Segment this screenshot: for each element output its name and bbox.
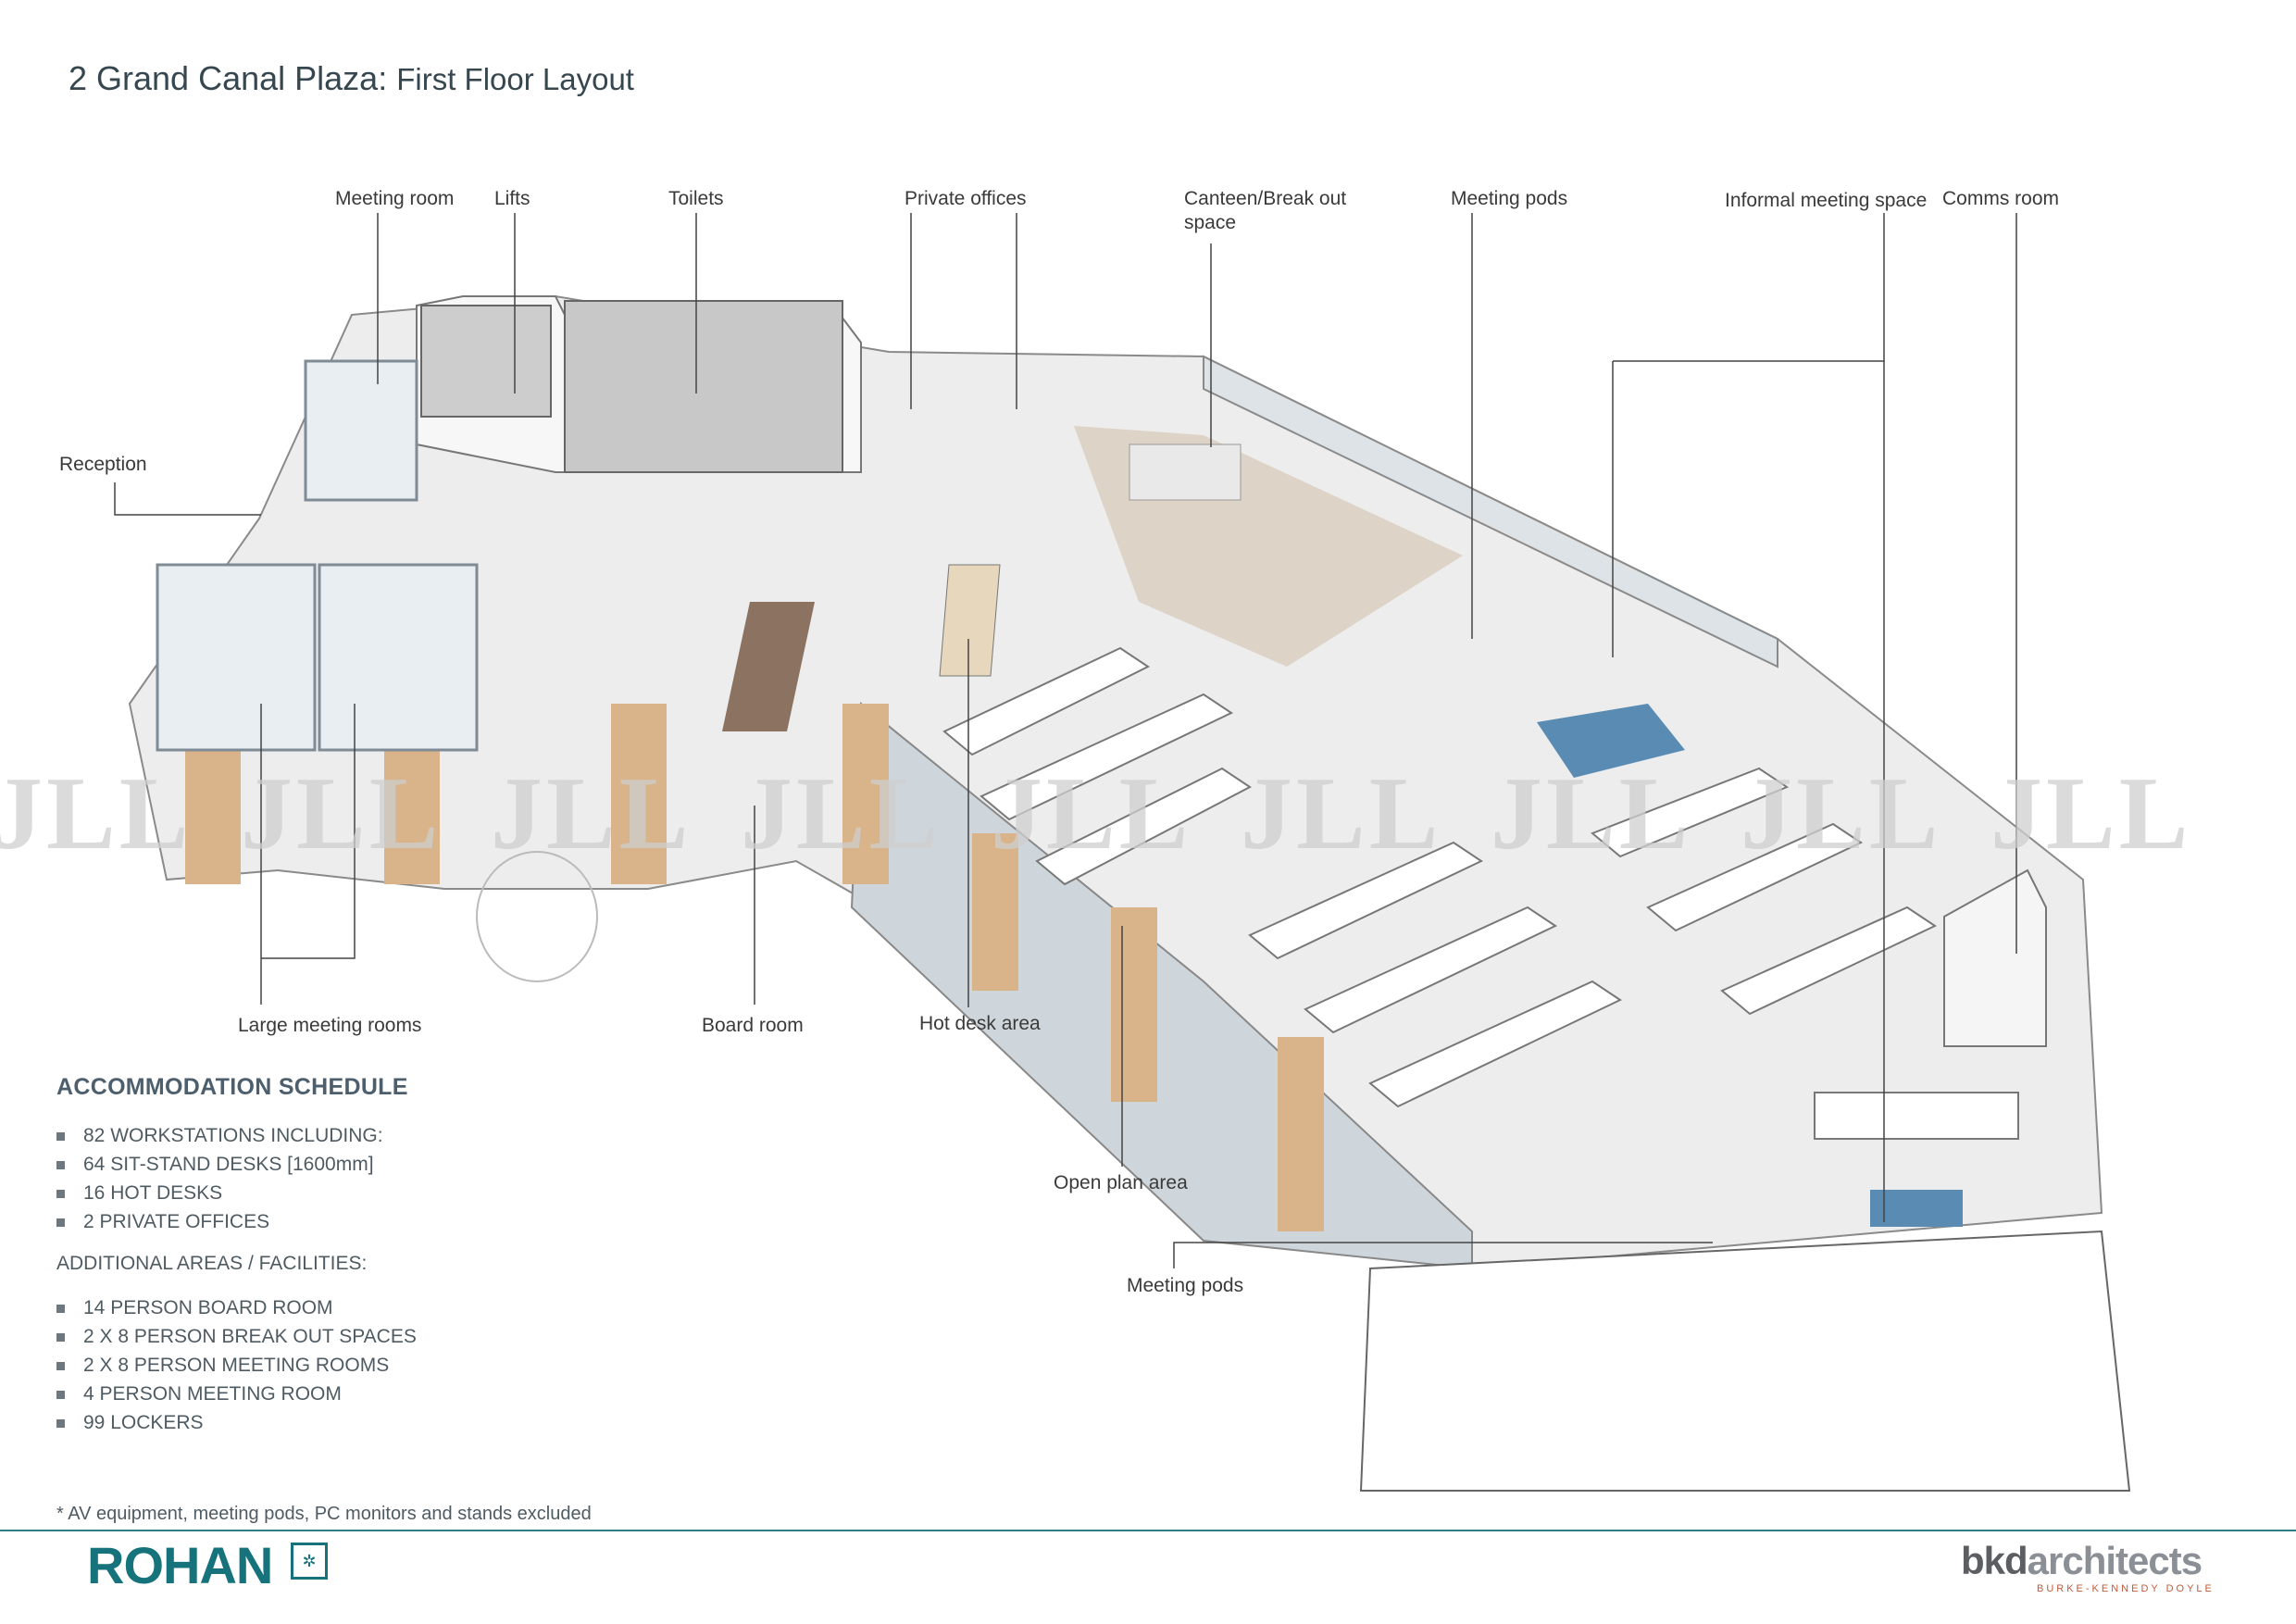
column [972, 833, 1018, 991]
window-wall [1203, 355, 1778, 668]
bkd-logo-light: architects [2027, 1539, 2202, 1582]
column [1111, 907, 1157, 1102]
informal-meeting-table [1537, 704, 1685, 778]
hot-desk-table [939, 564, 1001, 677]
comms-room [1943, 868, 2047, 1047]
schedule-item: 2 PRIVATE OFFICES [56, 1207, 417, 1236]
watermark: JLL [241, 756, 443, 871]
facility-item: 2 X 8 PERSON MEETING ROOMS [56, 1351, 417, 1380]
lower-extension [1359, 1230, 2131, 1492]
footer-divider [0, 1530, 2296, 1531]
desk-rows [942, 646, 2019, 1140]
bkd-logo-subtitle: BURKE-KENNEDY DOYLE [2037, 1583, 2215, 1594]
facility-item: 4 PERSON MEETING ROOM [56, 1380, 417, 1408]
canteen-counter [1129, 443, 1242, 501]
page-title: 2 Grand Canal Plaza: First Floor Layout [69, 59, 634, 98]
watermark: JLL [1741, 756, 1942, 871]
schedule-item: 82 WORKSTATIONS INCLUDING: [56, 1121, 417, 1150]
label-toilets: Toilets [668, 188, 724, 209]
label-informal-meeting: Informal meeting space [1725, 190, 1928, 211]
facilities-list: 14 PERSON BOARD ROOM 2 X 8 PERSON BREAK … [56, 1293, 417, 1437]
label-large-meeting-rooms: Large meeting rooms [238, 1015, 422, 1036]
label-hot-desk-area: Hot desk area [919, 1013, 1041, 1034]
pods-table [1870, 1190, 1963, 1227]
watermark: JLL [741, 756, 942, 871]
bkd-architects-logo: bkdarchitects [1961, 1539, 2202, 1583]
meeting-room [304, 359, 418, 502]
large-meeting-room [156, 563, 317, 752]
schedule-item: 64 SIT-STAND DESKS [1600mm] [56, 1150, 417, 1179]
bkd-logo-bold: bkd [1961, 1539, 2028, 1582]
watermark: JLL [991, 756, 1192, 871]
schedule-list: 82 WORKSTATIONS INCLUDING: 64 SIT-STAND … [56, 1121, 417, 1236]
title-sub: First Floor Layout [396, 62, 634, 96]
label-comms-room: Comms room [1942, 188, 2060, 209]
title-main: 2 Grand Canal Plaza: [69, 59, 388, 97]
schedule-heading: ACCOMMODATION SCHEDULE [56, 1074, 408, 1100]
lifts-block [420, 305, 552, 418]
watermark: JLL [491, 756, 693, 871]
board-room-table [722, 602, 815, 731]
toilets-block [564, 300, 843, 473]
schedule-item: 16 HOT DESKS [56, 1179, 417, 1207]
facilities-heading: ADDITIONAL AREAS / FACILITIES: [56, 1253, 368, 1274]
label-meeting-room: Meeting room [335, 188, 455, 209]
label-private-offices: Private offices [905, 188, 1027, 209]
label-open-plan-area: Open plan area [1054, 1172, 1188, 1193]
facility-item: 2 X 8 PERSON BREAK OUT SPACES [56, 1322, 417, 1351]
facility-item: 14 PERSON BOARD ROOM [56, 1293, 417, 1322]
column [611, 704, 667, 884]
watermark: JLL [0, 756, 193, 871]
entrance-rotunda [476, 851, 598, 982]
facility-item: 99 LOCKERS [56, 1408, 417, 1437]
label-meeting-pods-bottom: Meeting pods [1127, 1275, 1244, 1296]
accommodation-schedule: ACCOMMODATION SCHEDULE 82 WORKSTATIONS I… [56, 1074, 417, 1437]
label-reception: Reception [59, 454, 147, 475]
label-canteen: Canteen/Break out space [1184, 188, 1347, 233]
large-meeting-room [318, 563, 479, 752]
footnote: * AV equipment, meeting pods, PC monitor… [56, 1504, 592, 1524]
label-lifts: Lifts [494, 188, 530, 209]
watermark: JLL [1990, 756, 2192, 871]
leader-lines [114, 213, 2017, 1268]
watermark: JLL [1241, 756, 1442, 871]
rohan-logo-mark-icon: ✲ [291, 1543, 328, 1580]
label-meeting-pods-top: Meeting pods [1451, 188, 1568, 209]
column [842, 704, 889, 884]
column [1278, 1037, 1324, 1231]
watermark: JLL [1491, 756, 1692, 871]
rohan-logo: ROHAN [87, 1536, 273, 1594]
label-board-room: Board room [702, 1015, 804, 1036]
